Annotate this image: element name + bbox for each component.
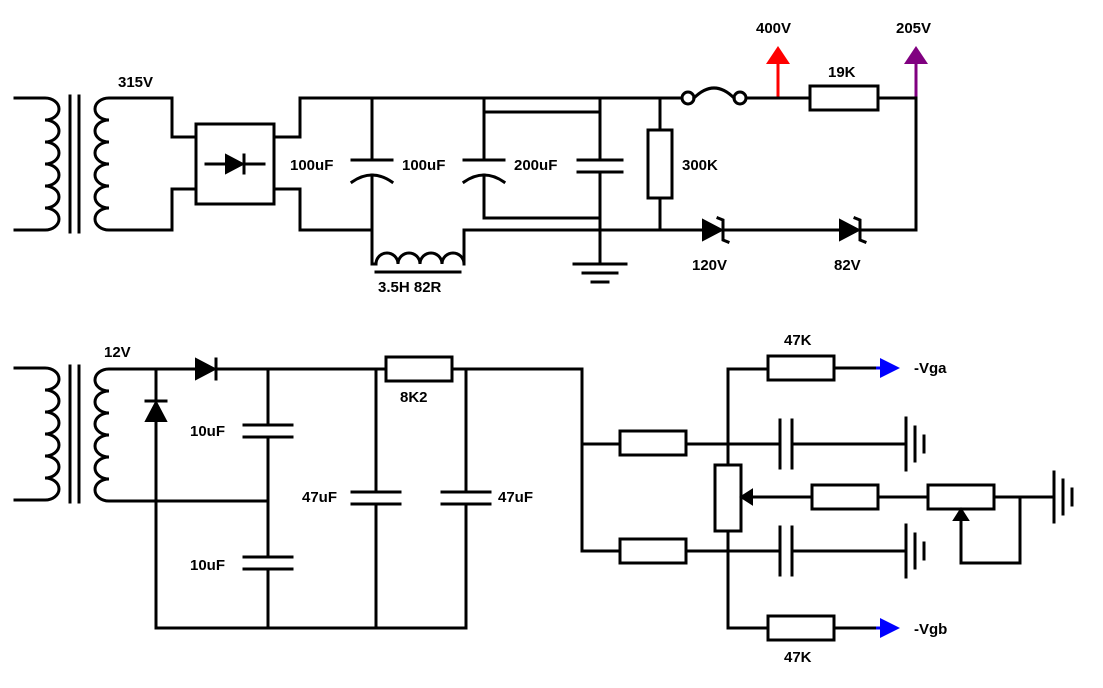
arrow-400v-head — [766, 46, 790, 64]
ground-upper — [904, 416, 926, 472]
arrow-vgb — [880, 618, 900, 638]
resistor-network-bottom — [618, 537, 688, 565]
capacitor-47uf-2 — [440, 367, 492, 630]
resistor-19k — [808, 84, 880, 112]
bridge-rectifier — [194, 122, 276, 206]
resistor-network-top — [618, 429, 688, 457]
label-10uf-top: 10uF — [190, 423, 225, 440]
label-47k-top: 47K — [784, 332, 812, 349]
label-10uf-bottom: 10uF — [190, 557, 225, 574]
decoupling-cap-lower — [778, 525, 908, 577]
label-300k: 300K — [682, 157, 718, 174]
resistor-47k-top — [766, 354, 836, 382]
choke — [370, 251, 466, 274]
potentiometer-level — [926, 483, 996, 511]
fuse — [680, 86, 748, 106]
arrow-vga — [880, 358, 900, 378]
resistor-wiper — [810, 483, 880, 511]
label-400v: 400V — [756, 20, 791, 37]
label-choke: 3.5H 82R — [378, 279, 442, 296]
ground-lower — [904, 523, 926, 579]
hv-transformer — [13, 94, 174, 234]
label-205v: 205V — [896, 20, 931, 37]
arrow-205v-head — [904, 46, 928, 64]
capacitor-100uf-2 — [461, 96, 602, 220]
label-19k: 19K — [828, 64, 856, 81]
label-82v: 82V — [834, 257, 861, 274]
label-8k2: 8K2 — [400, 389, 428, 406]
bias-diode-vertical — [144, 367, 168, 630]
potentiometer-balance — [713, 463, 743, 533]
label-cap1: 100uF — [290, 157, 333, 174]
bias-transformer-label: 12V — [104, 344, 131, 361]
decoupling-cap-upper — [778, 418, 908, 470]
label-47k-bottom: 47K — [784, 649, 812, 666]
resistor-8k2 — [384, 355, 454, 383]
ground-symbol — [572, 262, 628, 284]
label-vgb: -Vgb — [914, 621, 947, 638]
label-cap2: 100uF — [402, 157, 445, 174]
capacitor-100uf-1 — [349, 96, 395, 266]
capacitor-200uf — [576, 96, 624, 266]
label-47uf-2: 47uF — [498, 489, 533, 506]
resistor-47k-bottom — [766, 614, 836, 642]
capacitor-10uf-bottom — [242, 555, 294, 630]
label-47uf-1: 47uF — [302, 489, 337, 506]
resistor-300k — [646, 128, 674, 200]
label-cap3: 200uF — [514, 157, 557, 174]
ground-wiper — [1052, 470, 1074, 524]
capacitor-10uf-top — [242, 367, 294, 559]
label-vga: -Vga — [914, 360, 947, 377]
label-120v: 120V — [692, 257, 727, 274]
bias-transformer — [13, 364, 270, 504]
capacitor-47uf-1 — [350, 367, 402, 630]
bias-diode-series — [195, 357, 218, 381]
hv-transformer-label: 315V — [118, 74, 153, 91]
